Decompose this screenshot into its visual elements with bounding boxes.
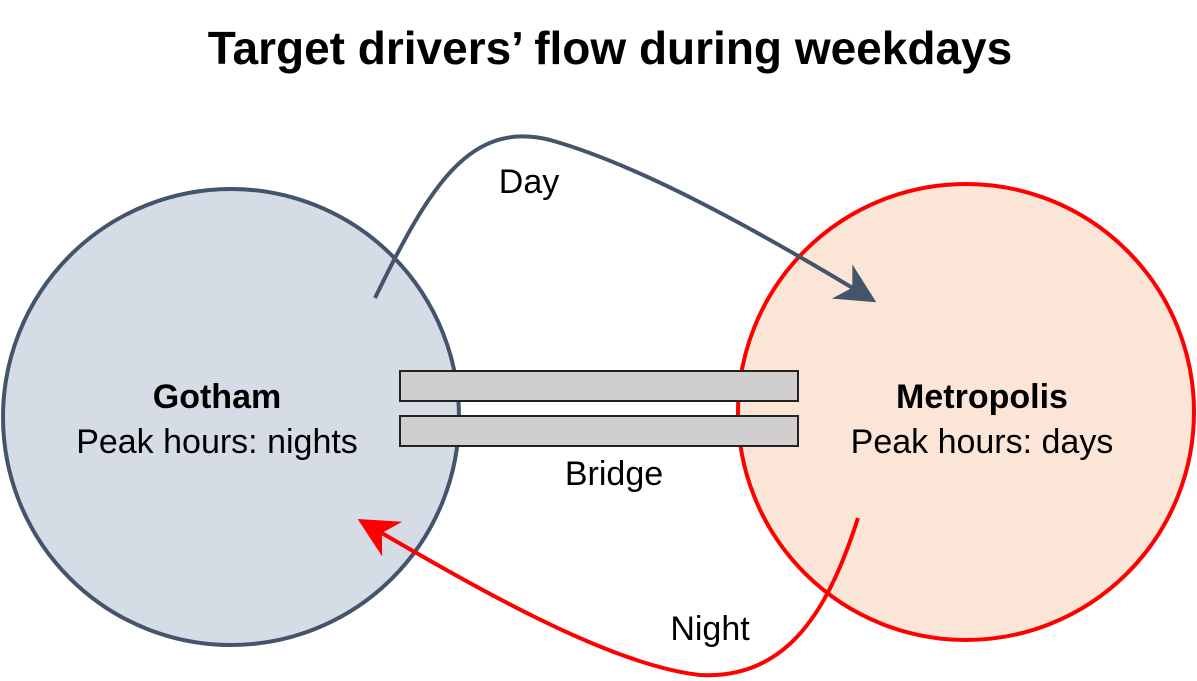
- day-flow-arrow: [373, 134, 877, 303]
- bridge-label: Bridge: [565, 455, 663, 493]
- diagram-title: Target drivers’ flow during weekdays: [208, 22, 1012, 74]
- night-flow-arrow: [357, 517, 860, 678]
- metropolis-peak-hours: Peak hours: days: [851, 423, 1114, 461]
- bridge-bottom-deck: [399, 415, 799, 447]
- bridge-top-deck: [399, 370, 799, 402]
- gotham-peak-hours: Peak hours: nights: [76, 423, 358, 461]
- night-flow-label: Night: [670, 610, 750, 648]
- day-flow-label: Day: [499, 163, 559, 201]
- gotham-circle: [1, 187, 461, 647]
- gotham-name: Gotham: [153, 378, 281, 416]
- metropolis-name: Metropolis: [896, 378, 1068, 416]
